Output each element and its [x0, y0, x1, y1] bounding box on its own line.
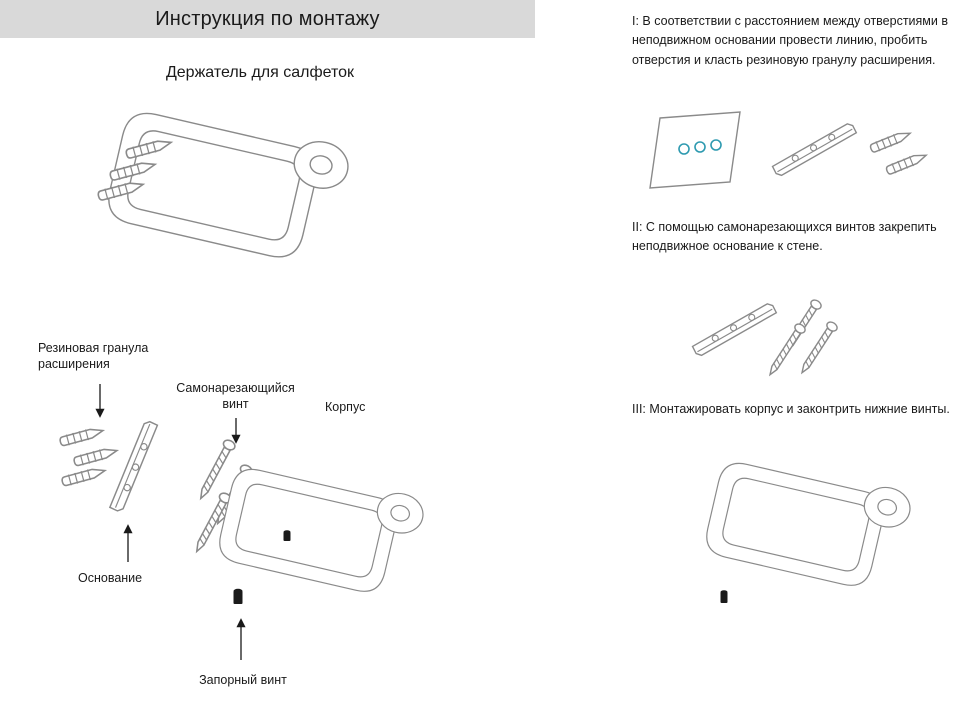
drill-hole-icon [710, 139, 722, 151]
product-title: Держатель для салфеток [165, 64, 355, 81]
label-self-tapping-screw: Самонарезающийся винт [176, 381, 295, 412]
wall-anchor-icon [58, 424, 106, 449]
page-header: Инструкция по монтажу [0, 0, 535, 38]
base-bracket-drawing [689, 301, 779, 358]
wall-plate-drawing [649, 111, 741, 189]
step1-drawing [649, 111, 929, 189]
step-3-text: III: Монтажировать корпус и законтрить н… [632, 402, 950, 416]
assembled-holder-drawing [96, 96, 354, 270]
base-bracket-drawing [105, 419, 162, 514]
step2-drawing [689, 297, 840, 379]
step-1-text: I: В соответствии с расстоянием между от… [632, 14, 948, 67]
screw-icon [764, 321, 808, 379]
locking-screw-drawing [283, 530, 291, 541]
step3-drawing [701, 449, 915, 603]
wall-anchor-icon [868, 127, 913, 155]
label-body: Корпус [325, 400, 366, 414]
holder-body-drawing [701, 449, 915, 596]
drill-hole-icon [694, 141, 706, 153]
wall-anchor-icon [884, 149, 929, 177]
drill-hole-icon [678, 143, 690, 155]
label-base: Основание [78, 571, 143, 585]
base-bracket-drawing [769, 121, 859, 178]
label-rubber-granule: Резиновая гранула расширения [38, 341, 149, 372]
wall-anchor-icon [60, 464, 108, 489]
locking-screw-drawing [233, 588, 243, 604]
step-2-text: II: С помощью самонарезающихся винтов за… [632, 220, 937, 254]
exploded-view-drawing [58, 384, 428, 660]
page-header-title: Инструкция по монтажу [155, 7, 380, 30]
wall-anchor-icon [72, 444, 120, 469]
locking-screw-drawing [720, 590, 728, 603]
holder-body-drawing [214, 455, 428, 602]
holder-body-drawing [103, 96, 354, 270]
label-locking-screw: Запорный винт [199, 673, 287, 687]
